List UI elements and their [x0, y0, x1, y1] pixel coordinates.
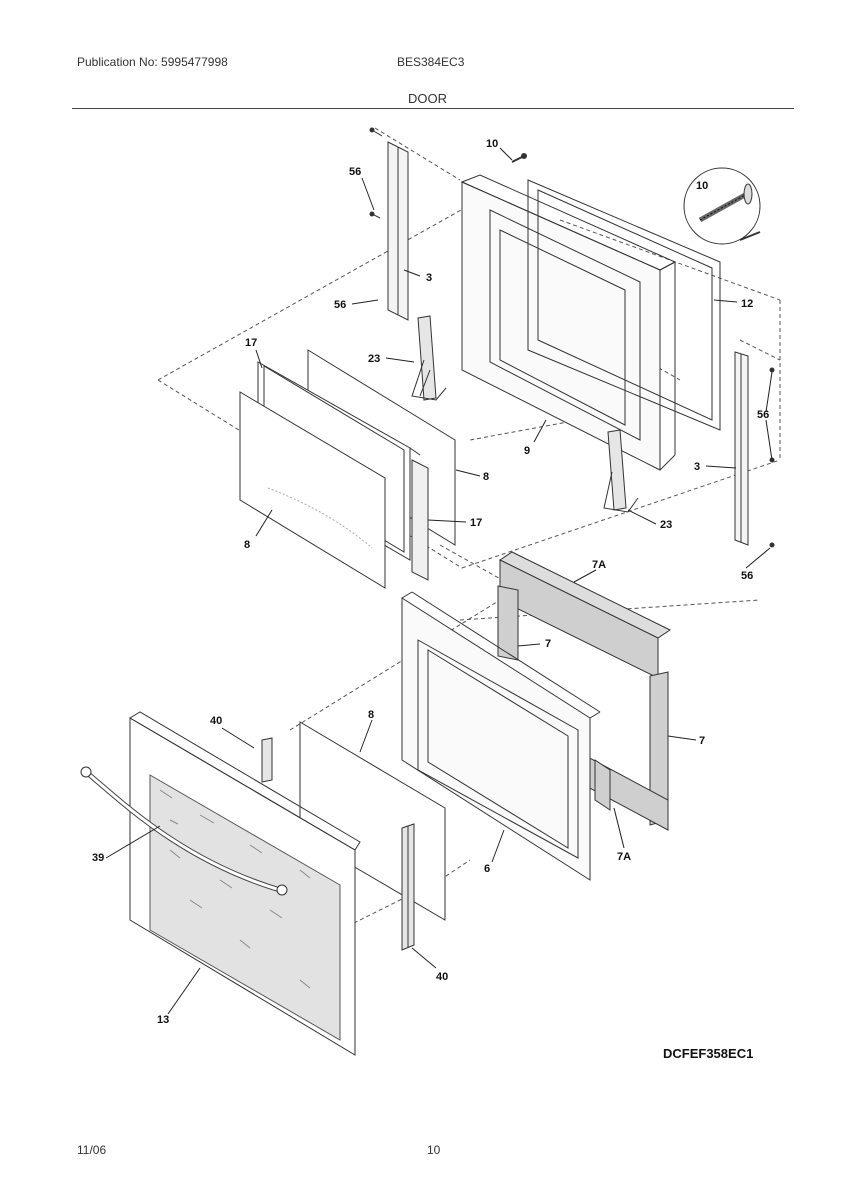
callout-56: 56 — [741, 570, 753, 582]
screw-detail-inset — [683, 167, 761, 245]
callout-17: 17 — [245, 337, 257, 349]
callout-10: 10 — [486, 138, 498, 150]
callout-8: 8 — [368, 709, 374, 721]
callout-12: 12 — [741, 298, 753, 310]
callout-40: 40 — [210, 715, 222, 727]
callout-7: 7 — [545, 638, 551, 650]
hinge-receiver-lower — [401, 823, 415, 951]
publication-number: Publication No: 5995477998 — [77, 55, 228, 69]
callout-8: 8 — [483, 471, 489, 483]
callout-56: 56 — [349, 166, 361, 178]
callout-labels: 10 10 56 3 56 12 17 23 56 9 3 8 17 23 8 … — [92, 138, 769, 1026]
callout-23: 23 — [368, 353, 380, 365]
insulation-7A-top — [499, 551, 671, 679]
screw-56-top — [369, 127, 383, 219]
inner-door-panel — [401, 591, 601, 881]
hinge-channel-left — [387, 141, 409, 321]
callout-39: 39 — [92, 852, 104, 864]
callout-10-inset: 10 — [696, 180, 708, 192]
door-gasket — [527, 179, 721, 431]
glass-panel-front — [239, 391, 386, 589]
callout-56: 56 — [334, 299, 346, 311]
callout-8: 8 — [244, 539, 250, 551]
door-hinge-lower — [603, 429, 639, 513]
callout-23: 23 — [660, 519, 672, 531]
hinge-channel-right — [734, 351, 775, 548]
callout-17: 17 — [470, 517, 482, 529]
callout-9: 9 — [524, 445, 530, 457]
hinge-receiver-upper — [261, 737, 273, 783]
diagram-code: DCFEF358EC1 — [663, 1046, 754, 1061]
callout-7: 7 — [699, 735, 705, 747]
page-number: 10 — [427, 1143, 441, 1157]
model-number: BES384EC3 — [397, 55, 465, 69]
screw-10 — [511, 153, 527, 163]
callout-leaders — [105, 147, 773, 1015]
callout-3: 3 — [694, 461, 700, 473]
callout-7A: 7A — [592, 559, 606, 571]
callout-6: 6 — [484, 863, 490, 875]
callout-13: 13 — [157, 1014, 169, 1026]
section-title: DOOR — [408, 91, 447, 106]
callout-56: 56 — [757, 409, 769, 421]
outer-door-panel — [129, 711, 361, 1056]
callout-7A: 7A — [617, 851, 631, 863]
footer-date: 11/06 — [77, 1143, 107, 1157]
header-rule — [72, 108, 794, 109]
door-handle — [80, 766, 288, 896]
callout-3: 3 — [426, 272, 432, 284]
inner-door-liner — [460, 174, 677, 471]
door-hinge-upper — [411, 315, 447, 401]
callout-40: 40 — [436, 971, 448, 983]
